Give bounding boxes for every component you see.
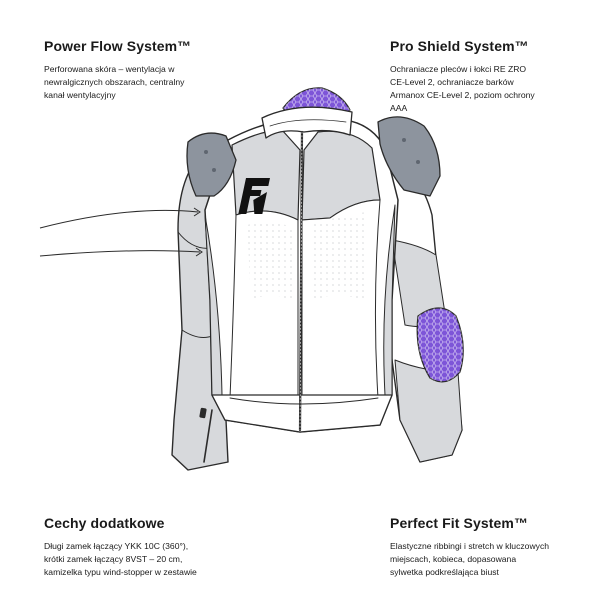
feature-description: Perforowana skóra – wentylacja w newralg… <box>44 64 185 100</box>
feature-title: Power Flow System™ <box>44 38 192 54</box>
feature-title: Pro Shield System™ <box>390 38 529 54</box>
feature-description: Ochraniacze pleców i łokci RE ZRO CE-Lev… <box>390 64 535 113</box>
collar <box>261 106 353 139</box>
feature-description: Długi zamek łączący YKK 10C (360°), krót… <box>44 541 197 577</box>
feature-title: Cechy dodatkowe <box>44 515 165 531</box>
perforated-area-left <box>248 222 294 300</box>
feature-perfect-fit: Perfect Fit System™ Elastyczne ribbingi … <box>390 515 590 579</box>
left-shoulder-protector <box>186 132 237 197</box>
brand-logo-icon <box>238 178 270 214</box>
feature-pro-shield: Pro Shield System™ Ochraniacze pleców i … <box>390 38 590 115</box>
feature-description: Elastyczne ribbingi i stretch w kluczowy… <box>390 541 550 577</box>
airflow-arrows <box>39 207 203 257</box>
feature-title: Perfect Fit System™ <box>390 515 529 531</box>
cuff-zipper <box>203 409 213 463</box>
perforated-area-right <box>310 212 368 300</box>
feature-extras: Cechy dodatkowe Długi zamek łączący YKK … <box>44 515 284 579</box>
right-shoulder-protector <box>377 116 441 197</box>
feature-power-flow: Power Flow System™ Perforowana skóra – w… <box>44 38 274 102</box>
